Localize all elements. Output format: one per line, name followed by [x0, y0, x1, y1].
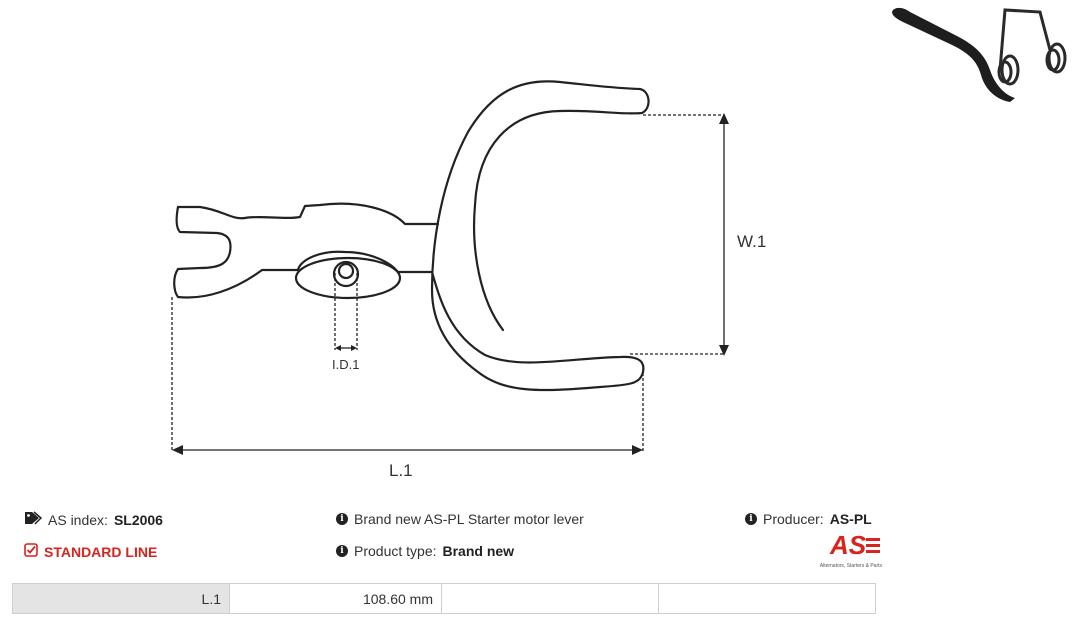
- info-circle-icon: i: [745, 513, 757, 525]
- as-index-label: AS index:: [48, 511, 108, 528]
- hole-boss: [294, 256, 402, 300]
- inner-diameter-label: I.D.1: [332, 357, 359, 372]
- as-logo: AS Alternators, Starters & Parts: [792, 530, 882, 569]
- spec-empty-cell: [441, 583, 659, 614]
- product-type-value: Brand new: [442, 543, 515, 559]
- hole-inner: [337, 262, 355, 280]
- technical-drawing: W.1 I.D.1 L.1: [171, 80, 766, 480]
- as-index-value: SL2006: [113, 511, 163, 528]
- product-thumbnail: [892, 7, 1067, 103]
- as-logo-mark: AS: [829, 530, 880, 560]
- svg-text:AS: AS: [829, 532, 867, 558]
- specs-table: L.1 108.60 mm: [12, 583, 876, 614]
- product-description: i Brand new AS-PL Starter motor lever: [336, 511, 584, 527]
- product-type: i Product type: Brand new: [336, 543, 514, 559]
- producer-label: Producer:: [763, 511, 824, 527]
- producer-value: AS-PL: [829, 511, 872, 527]
- info-circle-icon: i: [336, 513, 348, 525]
- standard-line-badge: STANDARD LINE: [24, 543, 157, 560]
- check-square-icon: [24, 543, 38, 560]
- as-index: AS index: SL2006: [24, 511, 163, 528]
- standard-line-label: STANDARD LINE: [44, 543, 158, 560]
- info-circle-icon: i: [336, 545, 348, 557]
- spec-empty-cell: [658, 583, 876, 614]
- logo-tagline: Alternators, Starters & Parts: [819, 563, 882, 569]
- description-text: Brand new AS-PL Starter motor lever: [354, 511, 584, 527]
- length-label: L.1: [389, 461, 413, 480]
- product-type-label: Product type:: [354, 543, 437, 559]
- tags-icon: [24, 511, 43, 528]
- table-row: L.1 108.60 mm: [12, 583, 876, 614]
- width-label: W.1: [737, 232, 766, 251]
- hole-outer: [332, 260, 360, 288]
- spec-value: 108.60 mm: [229, 583, 442, 614]
- producer: i Producer: AS-PL: [745, 511, 872, 527]
- spec-label: L.1: [12, 583, 230, 614]
- lever-outline: [173, 80, 650, 392]
